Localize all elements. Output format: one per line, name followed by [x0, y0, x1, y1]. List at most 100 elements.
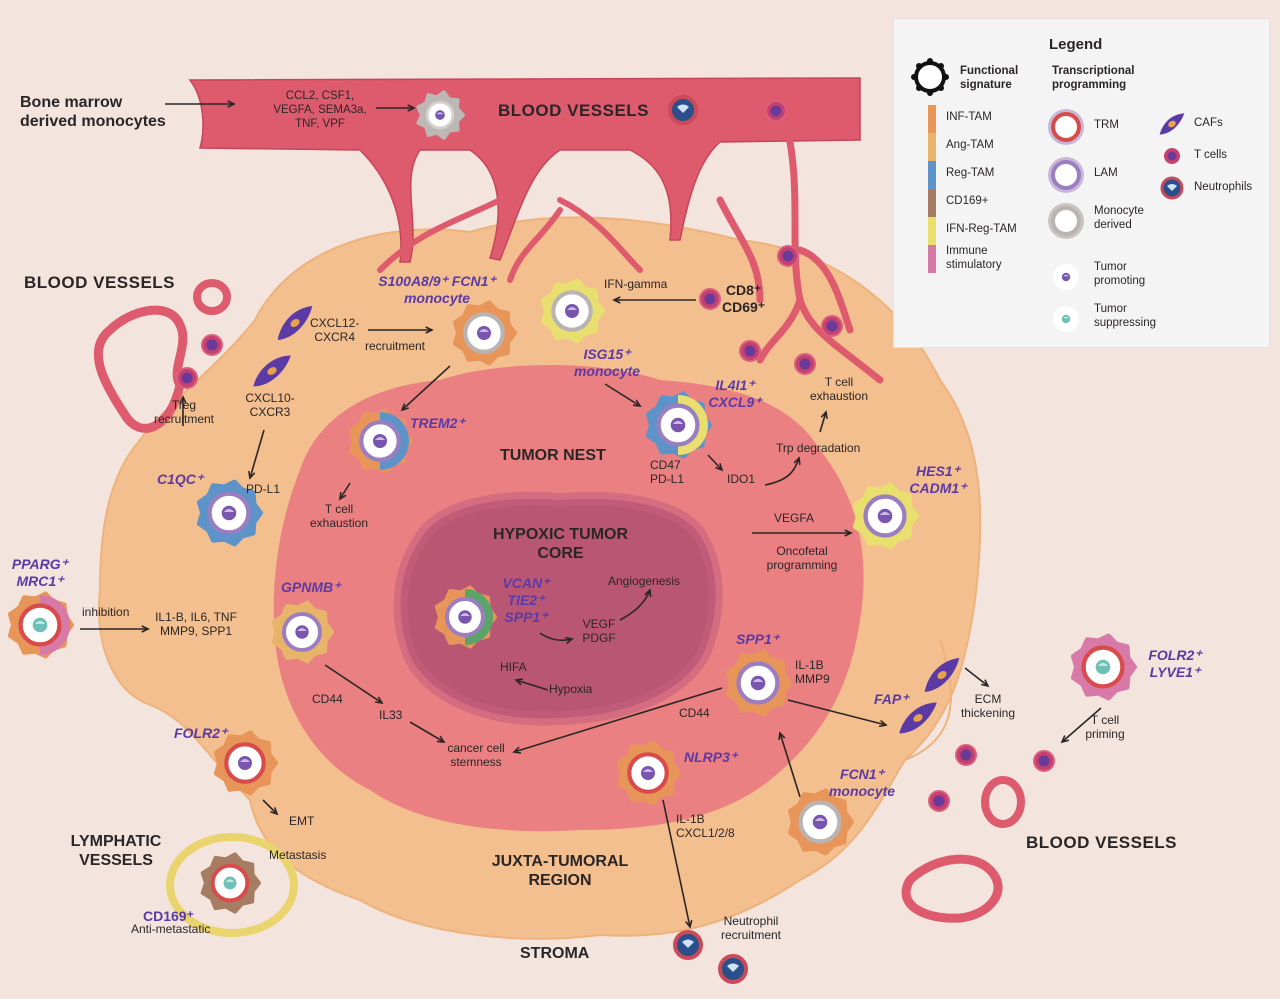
legend-program-icon: [1048, 109, 1084, 145]
neutrophil-recruited-a: [673, 930, 703, 960]
hypoxic-core-edge: [393, 491, 723, 726]
macrophage-hes1: [852, 482, 919, 550]
vegf-pdgf-label: VEGF PDGF: [582, 617, 616, 646]
functional-signature-icon: [911, 58, 949, 96]
macrophage-s100a8-monocyte: [452, 300, 517, 366]
hes1-label: HES1⁺ CADM1⁺: [909, 463, 967, 496]
arrow-to-stemness-right: [513, 687, 723, 753]
arrow-t-exhaustion-right: [819, 411, 827, 433]
vessel-branch-right: [716, 138, 884, 384]
tcell-treg-b: [176, 367, 198, 389]
macrophage-trem2: [348, 408, 413, 474]
legend-program-icon: [1048, 157, 1084, 193]
legend-program-label: Tumor suppressing: [1094, 303, 1157, 329]
t-cell-priming-label: T cell priming: [1085, 713, 1125, 742]
gpnmb-label: GPNMB⁺: [281, 579, 341, 595]
arrow-cxcl10: [249, 429, 265, 479]
arrow-cd44-il33-head: [374, 696, 384, 705]
metastasis-label: Metastasis: [269, 848, 327, 862]
blood-vessels-left-label: BLOOD VESSELS: [24, 273, 176, 292]
c1qc-label: C1QC⁺: [157, 471, 204, 487]
ido1-label: IDO1: [727, 472, 756, 486]
legend-swatch-2: [928, 161, 936, 189]
legend-program-label: Monocyte derived: [1094, 205, 1144, 231]
bone-marrow-label: Bone marrow derived monocytes: [20, 94, 166, 131]
fcn1-label: FCN1⁺ monocyte: [828, 766, 896, 799]
legend-swatch-3: [928, 189, 936, 217]
t-cell-exhaustion-right-label: T cell exhaustion: [809, 375, 869, 404]
arrow-ifn-gamma-head: [612, 296, 621, 304]
treg-recruitment-label: Treg recruitment: [153, 398, 215, 427]
legend-other-label: T cells: [1194, 149, 1228, 161]
tumor-nest-label: TUMOR NEST: [500, 447, 606, 464]
arrow-to-stemness-left: [409, 721, 445, 743]
tcell-priming: [1033, 750, 1055, 772]
legend-program-icon: [1053, 306, 1079, 332]
cxcl10-label: CXCL10- CXCR3: [245, 391, 295, 420]
cxcl12-label: CXCL12- CXCR4: [310, 316, 360, 345]
cd44-right-label: CD44: [679, 706, 710, 720]
arrow-ido1-head: [715, 463, 724, 472]
hypoxic-core-region: [400, 498, 716, 719]
neutrophil-recruited-b: [718, 954, 748, 984]
arrow-trp: [764, 457, 800, 486]
legend-program-label: TRM: [1094, 119, 1119, 131]
legend-title: Legend: [1049, 36, 1103, 53]
oncofetal-label: Oncofetal programming: [766, 544, 838, 573]
arrow-inhibition-head: [141, 625, 150, 633]
cd47-label: CD47 PD-L1: [650, 458, 685, 487]
arrow-neutrophil: [662, 799, 691, 928]
juxta-tumoral-label: JUXTA-TUMORAL REGION: [491, 853, 629, 890]
macrophage-gpnmb: [271, 600, 334, 664]
arrow-t-exhaustion-left-head: [339, 491, 347, 501]
arrow-vegfa-head: [844, 529, 853, 537]
legend-signature-label: INF-TAM: [946, 111, 992, 123]
arrow-fcn1-to-spp1-head: [778, 731, 786, 741]
tcell-right-a: [955, 744, 977, 766]
recruitment-label: recruitment: [365, 339, 426, 353]
blood-vessels-top-label: BLOOD VESSELS: [498, 101, 650, 120]
tcell-exhaustion-a: [821, 315, 843, 337]
il1b-list-label: IL1-B, IL6, TNF MMP9, SPP1: [155, 610, 237, 639]
legend-swatch-1: [928, 133, 936, 161]
macrophage-cd169: [200, 852, 261, 914]
arrow-to-trem2-head: [400, 403, 409, 412]
arrow-isg15: [604, 383, 641, 407]
il1b-cxcl-label: IL-1B CXCL1/2/8: [676, 812, 735, 841]
caf-fap-b: [899, 702, 937, 734]
arrow-cxcl10-head: [248, 470, 256, 480]
macrophage-folr2: [213, 730, 278, 796]
arrow-t-priming: [1061, 707, 1102, 743]
legend-signature-label: Immune stimulatory: [946, 245, 1002, 271]
arrow-hypoxia-head: [514, 678, 524, 686]
arrow-cd44-il33: [324, 664, 383, 704]
folr2-lyve1-label: FOLR2⁺ LYVE1⁺: [1148, 647, 1202, 680]
trem2-label: TREM2⁺: [410, 415, 465, 431]
legend-panel: Legend Functional signature Transcriptio…: [893, 18, 1270, 348]
transcriptional-programming-label: Transcriptional programming: [1052, 65, 1135, 91]
il4i1-label: IL4I1⁺ CXCL9⁺: [708, 377, 762, 410]
tcell-vessel-branch: [777, 245, 799, 267]
arrow-t-priming-head: [1060, 735, 1070, 744]
tcell-treg-a: [201, 334, 223, 356]
caf-cxcl10: [253, 355, 291, 387]
macrophage-ifn-gamma: [540, 278, 605, 344]
arrow-treg-head: [179, 395, 187, 404]
vcan-label: VCAN⁺ TIE2⁺ SPP1⁺: [502, 575, 550, 625]
arrow-bone-marrow-head: [227, 100, 236, 108]
arrow-ecm: [964, 667, 989, 687]
arrows: [80, 100, 1102, 929]
arrow-fcn1-to-spp1: [779, 732, 801, 798]
arrow-hypoxia: [515, 679, 549, 691]
nlrp3-label: NLRP3⁺: [684, 749, 738, 765]
arrow-neutrophil-head: [685, 920, 693, 929]
pparg-label: PPARG⁺ MRC1⁺: [11, 556, 69, 589]
tcell-right-b: [928, 790, 950, 812]
arrow-vegf: [539, 632, 573, 642]
anti-metastatic-label: Anti-metastatic: [131, 922, 211, 936]
macrophage-vcan: [434, 585, 497, 649]
macrophage-il4i1: [645, 391, 712, 459]
arrow-to-fap-head: [878, 719, 888, 728]
macrophage-folr2-lyve1: [1070, 633, 1137, 701]
